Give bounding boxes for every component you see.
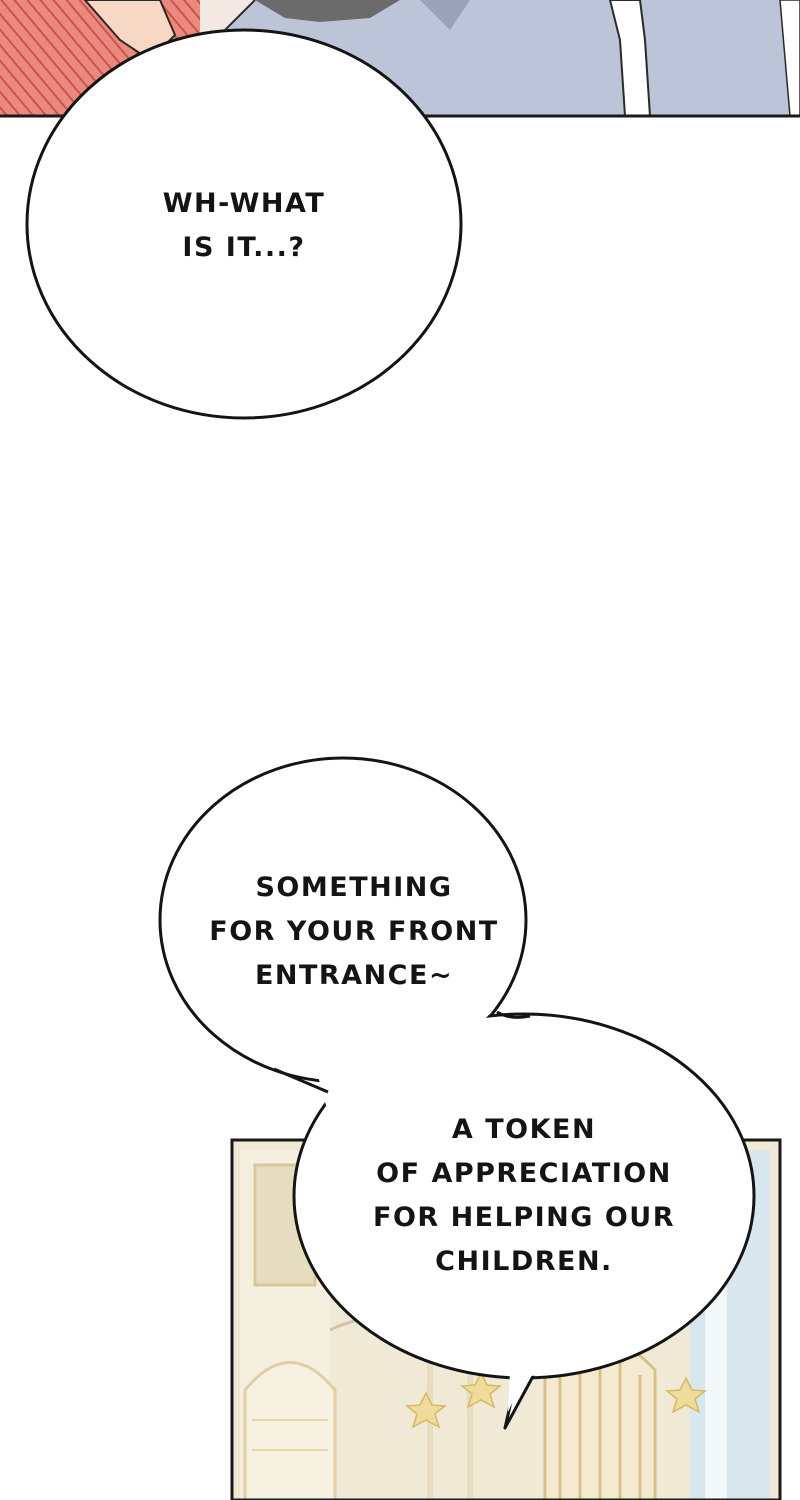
speech-text-1: WH-WHAT IS IT...? xyxy=(144,182,344,270)
speech-line: FOR YOUR FRONT xyxy=(209,916,499,947)
speech-line: FOR HELPING OUR xyxy=(373,1202,675,1233)
speech-bubble-pair xyxy=(158,756,756,1430)
speech-line: CHILDREN. xyxy=(435,1246,613,1277)
speech-line: IS IT...? xyxy=(182,232,306,263)
speech-line: WH-WHAT xyxy=(162,188,326,219)
speech-line: SOMETHING xyxy=(255,872,453,903)
speech-line: OF APPRECIATION xyxy=(376,1158,672,1189)
speech-line: ENTRANCE~ xyxy=(254,960,454,991)
speech-bubble-1 xyxy=(25,28,463,420)
speech-text-2: SOMETHING FOR YOUR FRONT ENTRANCE~ xyxy=(199,866,509,998)
speech-line: A TOKEN xyxy=(451,1114,597,1145)
speech-text-3: A TOKEN OF APPRECIATION FOR HELPING OUR … xyxy=(364,1108,684,1284)
